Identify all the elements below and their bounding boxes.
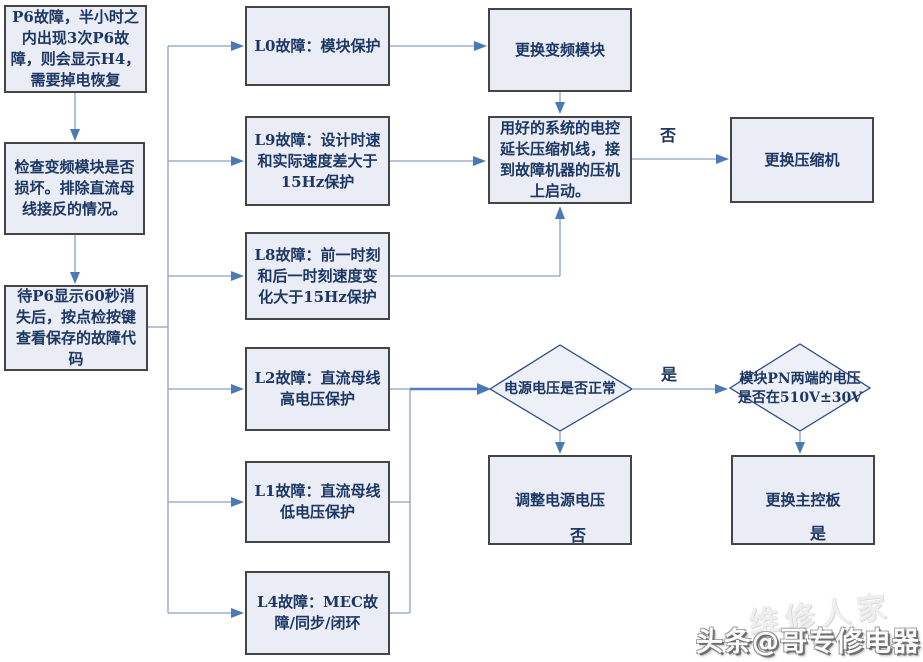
- decision-pn-voltage-shape: [728, 343, 872, 432]
- edge-collector-to-power-diamond: [410, 383, 491, 395]
- arrow-right-icon: [231, 271, 244, 281]
- arrow-right-icon: [716, 154, 729, 164]
- node-fault-l2: L2故障：直流母线高电压保护: [245, 347, 390, 431]
- arrow-right-icon: [231, 41, 244, 51]
- decision-power-voltage-label: 电源电压是否正常: [504, 380, 616, 397]
- edge-label-no: 否: [660, 126, 677, 145]
- edge-pn-to-mainboard: [795, 431, 805, 454]
- arrow-down-icon: [795, 442, 805, 454]
- node-replace-compressor: 更换压缩机: [730, 117, 874, 203]
- edge-label-yes: 是: [810, 524, 827, 543]
- edge-replace-module-to-test: [555, 92, 565, 114]
- watermark-byline: 头条@哥专修电器: [696, 627, 920, 658]
- node-wait-p6: 待P6显示60秒消失后，按点检按键查看保存的故障代码: [4, 285, 148, 371]
- node-fault-l9: L9故障：设计时速和实际速度差大于15Hz保护: [245, 116, 390, 206]
- arrow-right-icon: [231, 384, 244, 394]
- arrow-down-icon: [555, 442, 565, 454]
- decision-pn-voltage-label: 模块PN两端的电压是否在510V±30V: [737, 371, 863, 406]
- edge-power-to-pn: [632, 384, 728, 394]
- arrow-right-icon: [473, 156, 486, 166]
- edge-label-yes: 是: [661, 365, 678, 384]
- node-replace-mainboard: 更换主控板: [731, 455, 875, 545]
- arrow-right-icon: [231, 497, 244, 507]
- node-fault-l4: L4故障：MEC故障/同步/闭环: [245, 571, 390, 655]
- arrow-up-icon: [555, 206, 565, 219]
- node-fault-l8: L8故障：前一时刻和后一时刻速度变化大于15Hz保护: [245, 232, 390, 320]
- arrow-right-icon: [231, 608, 244, 618]
- edge-l0-to-replace-module: [390, 41, 487, 51]
- arrow-right-icon: [231, 156, 244, 166]
- arrow-down-icon: [70, 272, 80, 284]
- edge-label-no: 否: [570, 526, 587, 545]
- edge-power-to-adjust: [555, 431, 565, 454]
- node-replace-module: 更换变频模块: [488, 8, 632, 92]
- arrow-right-icon: [474, 41, 487, 51]
- arrow-down-icon: [555, 102, 565, 114]
- arrow-right-icon: [477, 383, 491, 395]
- arrow-right-icon: [715, 384, 728, 394]
- node-fault-l0: L0故障：模块保护: [245, 6, 390, 86]
- node-test-compressor: 用好的系统的电控延长压缩机线，接到故障机器的压机上启动。: [488, 116, 632, 204]
- edge-test-to-replace-compressor: [632, 154, 729, 164]
- node-p6-fault: P6故障，半小时之内出现3次P6故障，则会显示H4，需要掉电恢复: [4, 5, 147, 93]
- edge-wait-to-fault-branches: [148, 41, 244, 618]
- arrow-down-icon: [70, 129, 80, 141]
- edge-check-to-wait: [70, 235, 80, 284]
- node-adjust-voltage: 调整电源电压: [488, 455, 632, 545]
- edge-l2-l1-l4-collector: [390, 388, 411, 614]
- edge-l9-to-test: [390, 156, 486, 166]
- edge-l8-to-test: [390, 206, 565, 277]
- node-fault-l1: L1故障：直流母线低电压保护: [245, 461, 390, 543]
- edge-p6-to-check: [70, 93, 80, 141]
- node-check-module: 检查变频模块是否损坏。排除直流母线接反的情况。: [4, 142, 145, 235]
